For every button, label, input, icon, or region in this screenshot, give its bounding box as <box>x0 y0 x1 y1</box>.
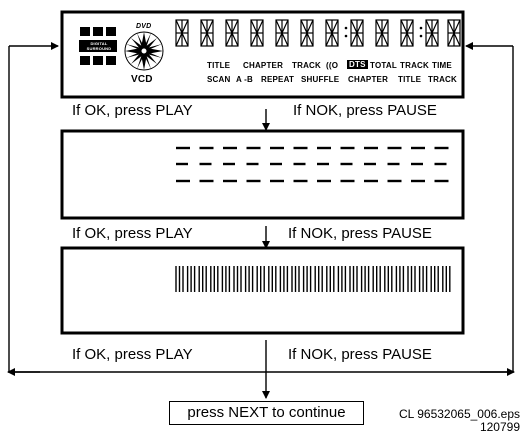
colon-dot <box>344 26 348 30</box>
segment-digit <box>325 19 339 47</box>
segment-digit <box>425 19 439 47</box>
segment-digit <box>400 19 414 47</box>
step3-nok-label: If NOK, press PAUSE <box>288 346 432 363</box>
vcd-logo: VCD <box>131 74 153 85</box>
bar-group <box>210 266 219 292</box>
dvd-logo: DVD <box>136 23 152 30</box>
segment-digit <box>200 19 214 47</box>
step2-ok-label: If OK, press PLAY <box>72 225 193 242</box>
indicator-surround: ((O <box>326 61 339 70</box>
segment-digits <box>175 19 461 47</box>
indicator-track-2: TRACK <box>400 61 429 70</box>
step2-nok-label: If NOK, press PAUSE <box>288 225 432 242</box>
indicator-chapter: CHAPTER <box>243 61 284 70</box>
bar-group <box>221 266 231 292</box>
colon-dot <box>419 26 423 30</box>
bar-group <box>360 266 370 292</box>
vertical-bar-pattern <box>175 266 451 292</box>
segment-digit <box>275 19 289 47</box>
right-loop-connector <box>465 42 514 372</box>
indicator-dts: DTS <box>347 60 368 69</box>
bar-group <box>337 266 347 292</box>
bar-group <box>256 266 265 292</box>
bar-group <box>175 266 184 292</box>
segment-digit <box>375 19 389 47</box>
indicator-time: TIME <box>432 61 452 70</box>
reference-date: 120799 <box>479 420 520 434</box>
segment-digit <box>225 19 239 47</box>
indicator-chapter-2: CHAPTER <box>348 75 389 84</box>
bar-group <box>233 266 242 292</box>
bar-group <box>279 266 289 292</box>
bar-group <box>291 266 300 292</box>
colon-dot <box>344 34 348 38</box>
display-panel-2 <box>60 129 465 220</box>
segment-digit <box>250 19 264 47</box>
dash-pattern <box>176 146 449 183</box>
bar-group <box>418 266 428 292</box>
dolby-icon <box>79 27 117 65</box>
bar-group <box>395 266 405 292</box>
step1-nok-label: If NOK, press PAUSE <box>293 102 437 119</box>
indicator-title-2: TITLE <box>398 75 422 84</box>
indicator-repeat: REPEAT <box>261 75 295 84</box>
next-button[interactable]: press NEXT to continue <box>169 401 364 425</box>
segment-digit <box>447 19 461 47</box>
reference-code: CL 96532065_006.eps <box>399 407 520 421</box>
bar-group <box>268 266 277 292</box>
dolby-label: DIGITAL SURROUND <box>86 41 112 51</box>
bar-group <box>372 266 381 292</box>
left-loop-connector <box>8 42 59 372</box>
indicator-title: TITLE <box>207 61 231 70</box>
disc-icon <box>124 31 164 71</box>
step1-ok-label: If OK, press PLAY <box>72 102 193 119</box>
bar-group <box>244 266 254 292</box>
bar-group <box>442 266 451 292</box>
indicator-shuffle: SHUFFLE <box>301 75 340 84</box>
bar-group <box>186 266 196 292</box>
indicator-ab: A -B <box>236 75 253 84</box>
bar-group <box>314 266 323 292</box>
bar-group <box>349 266 358 292</box>
segment-digit <box>300 19 314 47</box>
bar-group <box>326 266 335 292</box>
bar-group <box>430 266 439 292</box>
colon-dot <box>419 34 423 38</box>
indicator-track: TRACK <box>292 61 321 70</box>
step3-ok-label: If OK, press PLAY <box>72 346 193 363</box>
segment-digit <box>175 19 189 47</box>
indicator-total: TOTAL <box>370 61 397 70</box>
segment-digit <box>350 19 364 47</box>
indicator-track-3: TRACK <box>428 75 457 84</box>
bar-group <box>384 266 393 292</box>
bar-group <box>407 266 416 292</box>
bar-group <box>198 266 207 292</box>
bar-group <box>302 266 312 292</box>
indicator-scan: SCAN <box>207 75 231 84</box>
